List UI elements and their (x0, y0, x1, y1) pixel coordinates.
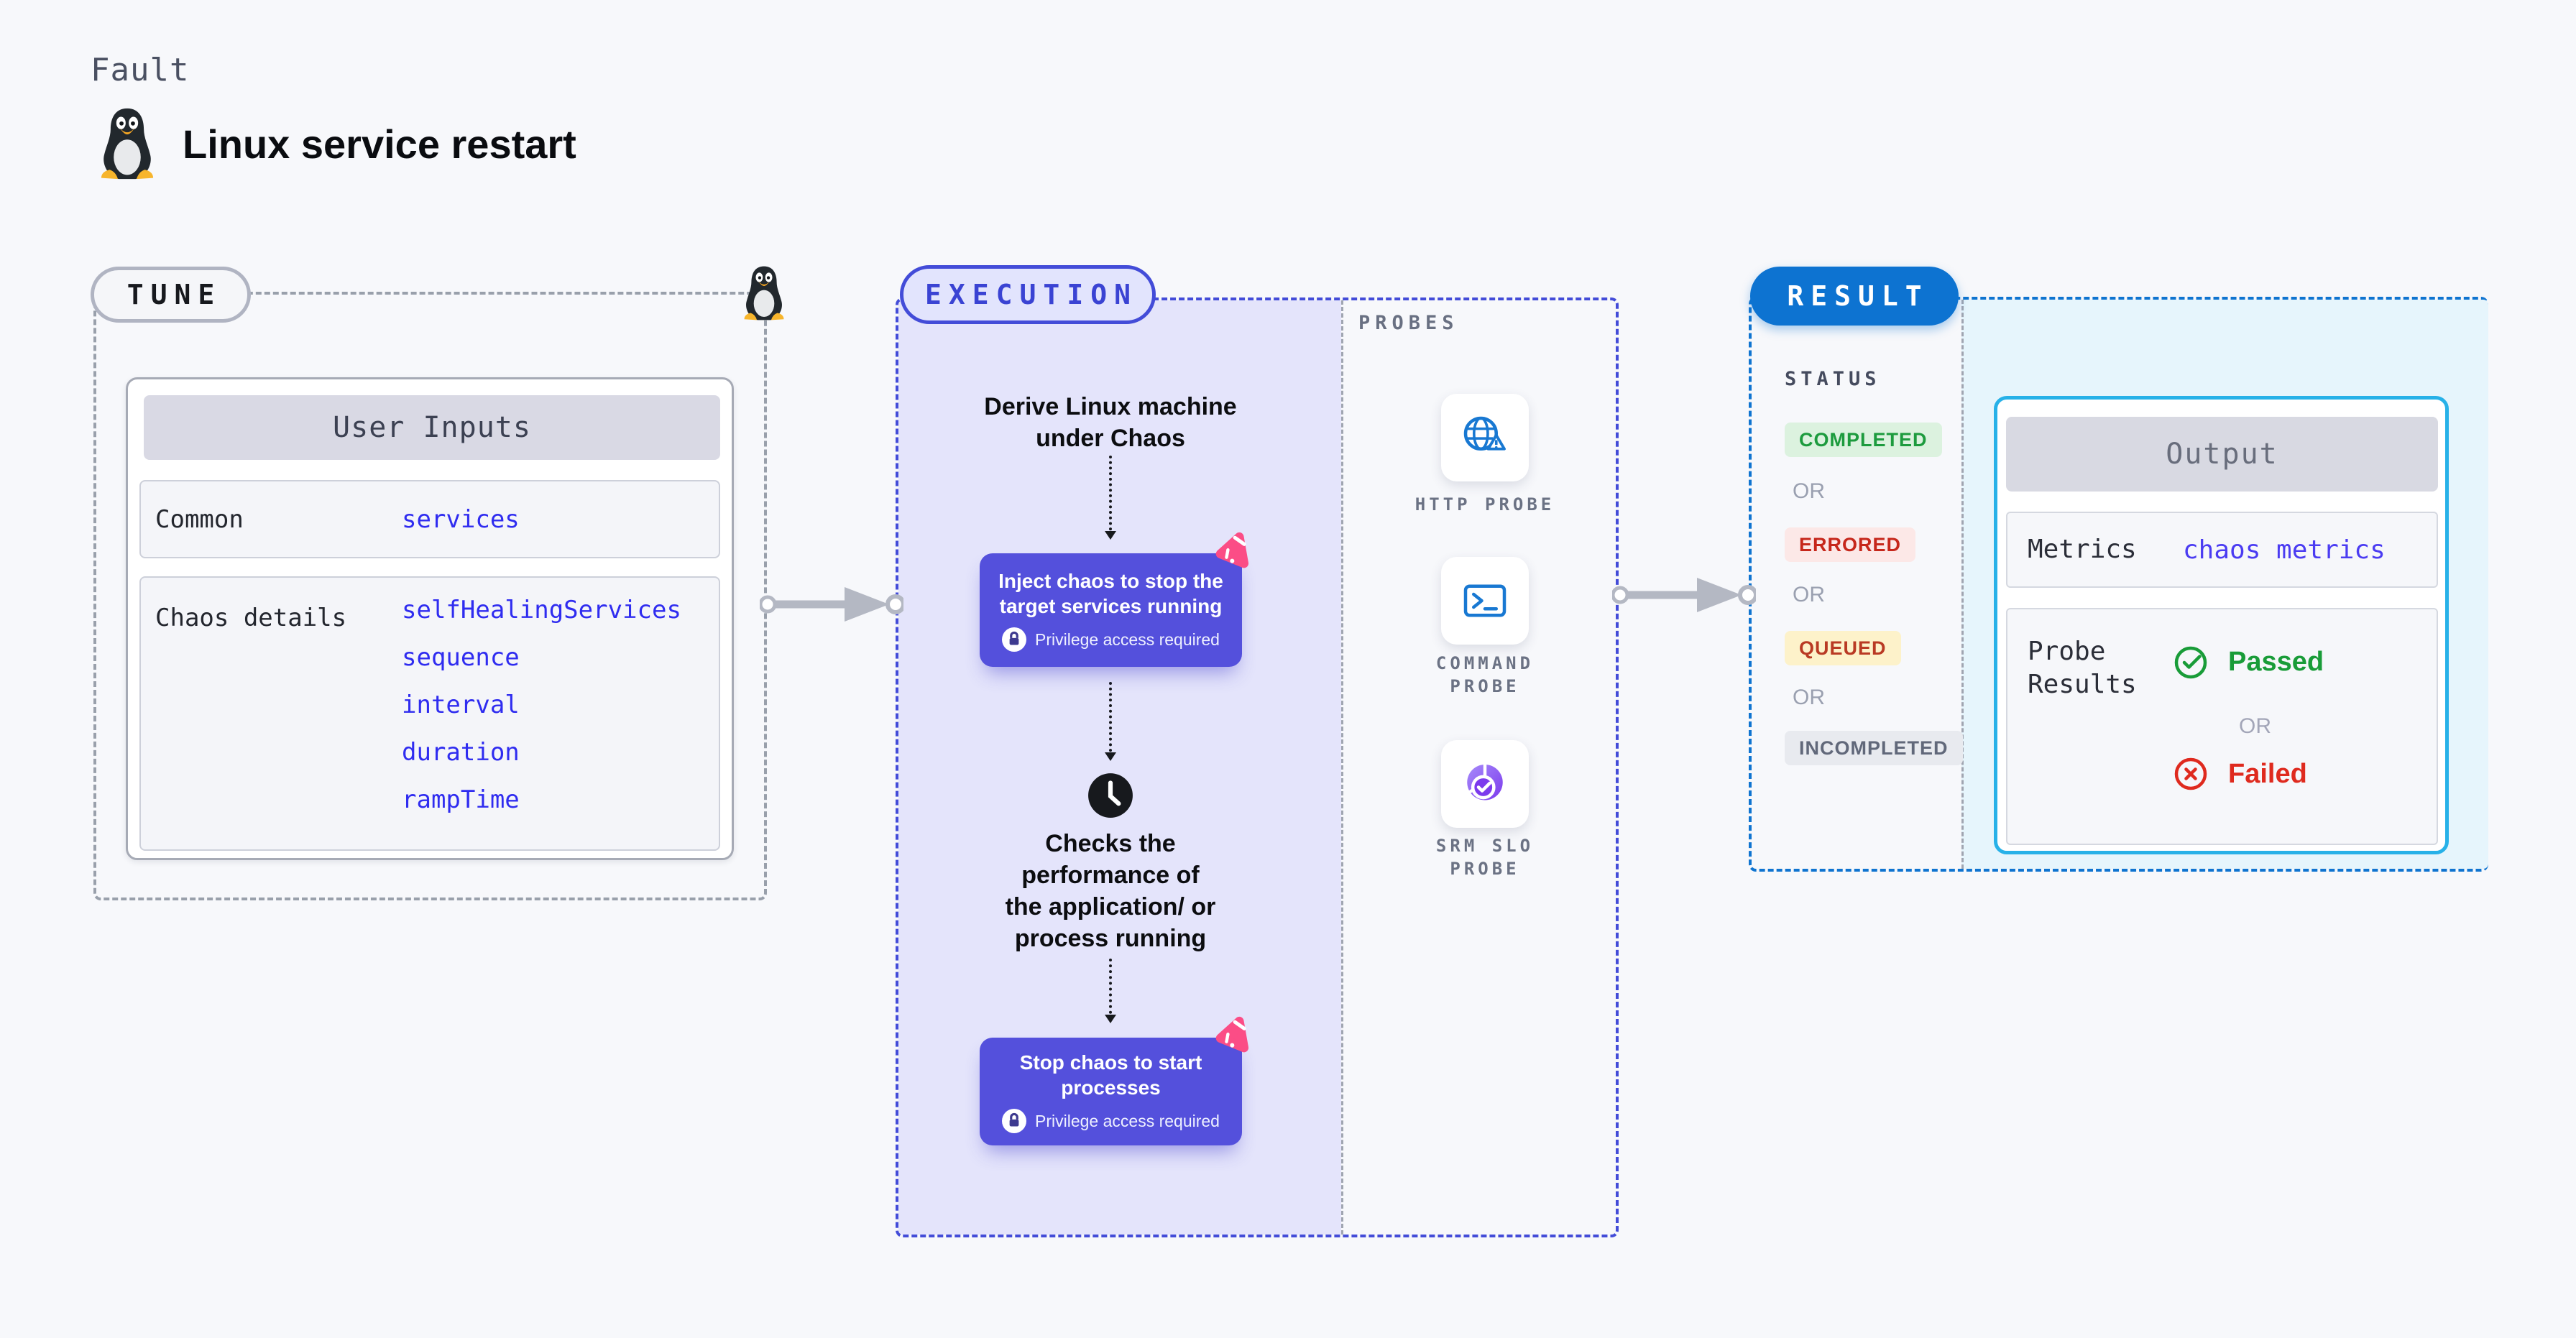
lock-icon (1002, 1109, 1027, 1133)
result-section: RESULT STATUS COMPLETED OR ERRORED OR QU… (1749, 267, 2488, 872)
privilege-badge-label: Privilege access required (1035, 1111, 1220, 1130)
privilege-badge-label: Privilege access required (1035, 629, 1220, 649)
privilege-badge: Privilege access required (1002, 627, 1220, 652)
input-value-ramptime[interactable]: rampTime (402, 785, 520, 814)
result-pill: RESULT (1750, 267, 1959, 326)
tux-icon (101, 108, 154, 180)
privilege-badge: Privilege access required (1002, 1109, 1220, 1133)
input-row-label: Common (155, 504, 244, 534)
user-inputs-card: User Inputs Common services Chaos detail… (126, 377, 734, 860)
status-badge-0: COMPLETED (1785, 423, 1942, 457)
input-value-selfhealingservices[interactable]: selfHealingServices (402, 596, 681, 624)
metrics-row: Metrics chaos metrics (2006, 512, 2438, 588)
probes-heading: PROBES (1358, 312, 1459, 334)
flow-arrow-down-icon (1105, 456, 1116, 540)
input-value-duration[interactable]: duration (402, 738, 520, 767)
or-separator: OR (1793, 583, 1825, 606)
terminal-icon (1463, 584, 1506, 617)
input-value-services[interactable]: services (402, 504, 520, 534)
step-inject-title: Inject chaos to stop the target services… (998, 570, 1223, 617)
fault-header: Linux service restart (95, 106, 576, 181)
status-heading: STATUS (1785, 368, 1881, 390)
tune-to-execution-arrow (760, 583, 903, 626)
metrics-label: Metrics (2028, 535, 2137, 564)
check-circle-icon (2174, 646, 2207, 679)
step-stop-title: Stop chaos to start processes (1019, 1051, 1202, 1099)
globe-alert-icon (1463, 416, 1506, 451)
execution-to-result-arrow (1612, 573, 1756, 617)
passed-label: Passed (2228, 647, 2324, 677)
execution-section: EXECUTION Derive Linux machine under Cha… (896, 265, 1619, 1237)
or-separator: OR (1793, 686, 1825, 709)
page-title: Linux service restart (183, 121, 576, 167)
failed-label: Failed (2228, 759, 2307, 789)
tune-section: TUNE User Inputs Common services Chaos d… (91, 266, 784, 900)
x-circle-icon (2174, 757, 2207, 790)
step-checks-text: Checks the performance of the applicatio… (1005, 830, 1216, 952)
chaos-metrics-link[interactable]: chaos metrics (2183, 535, 2386, 565)
status-badge-2: QUEUED (1785, 631, 1901, 665)
slo-donut-check-icon (1467, 765, 1503, 801)
output-header: Output (2006, 417, 2438, 492)
http-probe-label: HTTP PROBE (1414, 494, 1555, 515)
probe-results-row: Probe Results Passed OR Failed (2006, 608, 2438, 845)
flow-arrow-down-icon (1105, 959, 1116, 1023)
output-panel: Output Metrics chaos metrics Probe Resul… (1994, 396, 2449, 854)
chaos-logo-icon (1210, 530, 1254, 573)
flow-arrow-down-icon (1105, 682, 1116, 761)
input-value-sequence[interactable]: sequence (402, 643, 520, 672)
tux-icon-small (744, 266, 784, 320)
step-derive-text: Derive Linux machine under Chaos (984, 393, 1237, 452)
user-inputs-header: User Inputs (144, 395, 720, 460)
user-input-row-common: Common services (139, 480, 720, 558)
srm-slo-probe-card (1441, 740, 1529, 828)
command-probe-card (1441, 557, 1529, 645)
tune-pill: TUNE (91, 267, 251, 323)
srm-slo-probe-label: SRM SLO PROBE (1435, 836, 1535, 879)
status-badge-1: ERRORED (1785, 527, 1916, 562)
step-inject-chaos-node: Inject chaos to stop the target services… (980, 553, 1242, 667)
lock-icon (1002, 627, 1027, 652)
status-badge-3: INCOMPLETED (1785, 731, 1963, 765)
command-probe-label: COMMAND PROBE (1435, 653, 1535, 696)
fault-kicker: Fault (91, 52, 190, 88)
status-output-divider (1961, 300, 1964, 869)
execution-pill: EXECUTION (900, 265, 1156, 324)
user-input-row-chaos-details: Chaos details selfHealingServices sequen… (139, 576, 720, 851)
probe-results-label: Probe Results (2028, 637, 2137, 699)
execution-probes-divider (1341, 300, 1343, 1235)
chaos-logo-icon (1210, 1015, 1254, 1058)
or-separator: OR (1793, 479, 1825, 503)
chaos-detail-values: selfHealingServices sequence interval du… (402, 586, 681, 823)
or-separator: OR (2239, 714, 2271, 738)
input-value-interval[interactable]: interval (402, 691, 520, 719)
clock-icon (1088, 773, 1133, 818)
input-row-label: Chaos details (155, 604, 347, 632)
step-stop-chaos-node: Stop chaos to start processes Privilege … (980, 1038, 1242, 1145)
http-probe-card (1441, 394, 1529, 481)
